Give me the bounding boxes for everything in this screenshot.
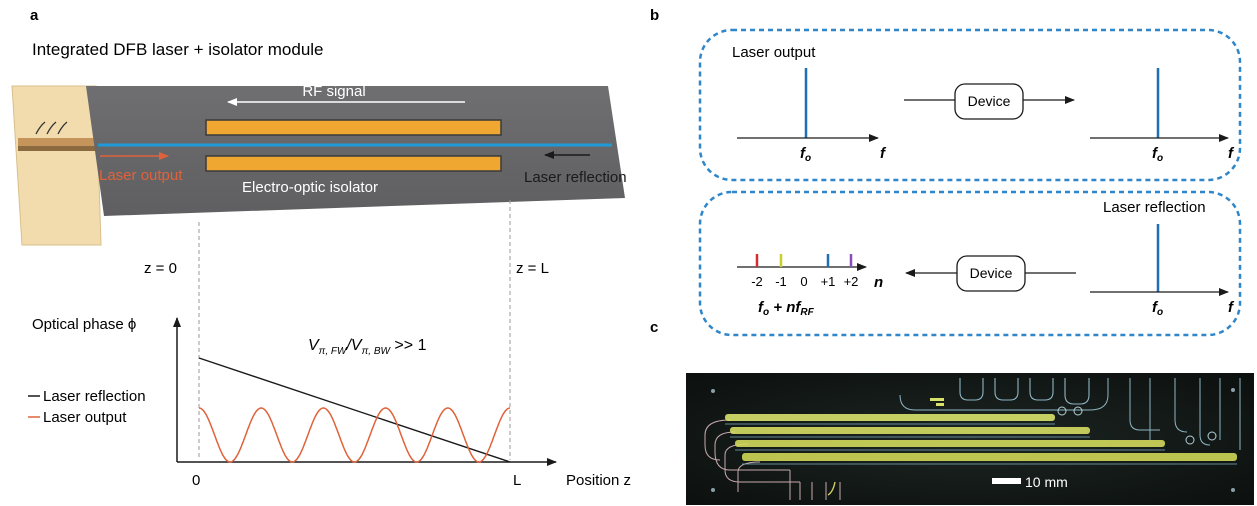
sideband-formula: fo + nfRF (758, 299, 815, 318)
ratio-annotation: Vπ, FW/Vπ, BW >> 1 (308, 337, 427, 357)
top-laser-output-label: Laser output (732, 44, 816, 61)
zL-label: z = L (516, 260, 549, 277)
phase-y-label: Optical phase ϕ (32, 316, 136, 333)
laser-chip-stripe (18, 138, 96, 146)
rf-signal-label: RF signal (302, 83, 365, 100)
module-title: Integrated DFB laser + isolator module (32, 40, 324, 59)
top-output-f0: fo (1152, 145, 1163, 164)
bottom-input-f0: fo (1152, 299, 1163, 318)
panel-a-letter: a (30, 7, 39, 24)
bottom-input-f-axis-label: f (1228, 299, 1235, 316)
tick-end: L (513, 472, 521, 489)
phase-x-label: Position z (566, 472, 631, 489)
bottom-laser-reflection-label: Laser reflection (1103, 199, 1206, 216)
laser-reflection-label: Laser reflection (524, 169, 627, 186)
panel-c: c (650, 319, 1254, 505)
z0-label: z = 0 (144, 260, 177, 277)
scale-bar (992, 478, 1021, 484)
sideband-tick-label: 0 (800, 274, 807, 289)
sideband-tick-label: +1 (821, 274, 836, 289)
sideband-spectrum: -2 -1 0 +1 +2 (751, 254, 858, 289)
output-phase-wave (198, 407, 511, 463)
chip-mount (11, 85, 102, 246)
panel-b-letter: b (650, 7, 659, 24)
top-device-box (954, 83, 1024, 120)
isolator-chip (86, 86, 625, 216)
reflection-path-frame (698, 190, 1242, 337)
laser-output-label: Laser output (99, 167, 183, 184)
top-input-f-axis-label: f (880, 145, 887, 162)
panel-b: b Laser output fo f Device fo f Laser re… (650, 7, 1242, 337)
bottom-device-label: Device (970, 265, 1013, 281)
electrode-top (205, 119, 502, 136)
isolator-label: Electro-optic isolator (242, 179, 378, 196)
sideband-tick-label: -1 (775, 274, 787, 289)
panel-a: a Integrated DFB laser + isolator module… (11, 7, 631, 489)
chip-photo (686, 373, 1254, 505)
top-device-label: Device (968, 93, 1011, 109)
laser-chip-stripe-dark (18, 146, 96, 151)
sideband-tick-label: -2 (751, 274, 763, 289)
panel-c-letter: c (650, 319, 658, 336)
chip-photo-structures (704, 378, 1241, 500)
scale-bar-label: 10 mm (1025, 474, 1068, 490)
top-output-f-axis-label: f (1228, 145, 1235, 162)
tick-origin: 0 (192, 472, 200, 489)
sideband-n-axis-label: n (874, 274, 883, 291)
sideband-tick-label: +2 (844, 274, 859, 289)
legend-output-label: Laser output (43, 409, 127, 426)
bond-wires (35, 121, 68, 135)
legend-reflection-label: Laser reflection (43, 388, 146, 405)
electrode-bottom (205, 155, 502, 172)
top-input-f0: fo (800, 145, 811, 164)
output-path-frame (698, 28, 1242, 182)
reflection-phase-line (198, 357, 511, 463)
